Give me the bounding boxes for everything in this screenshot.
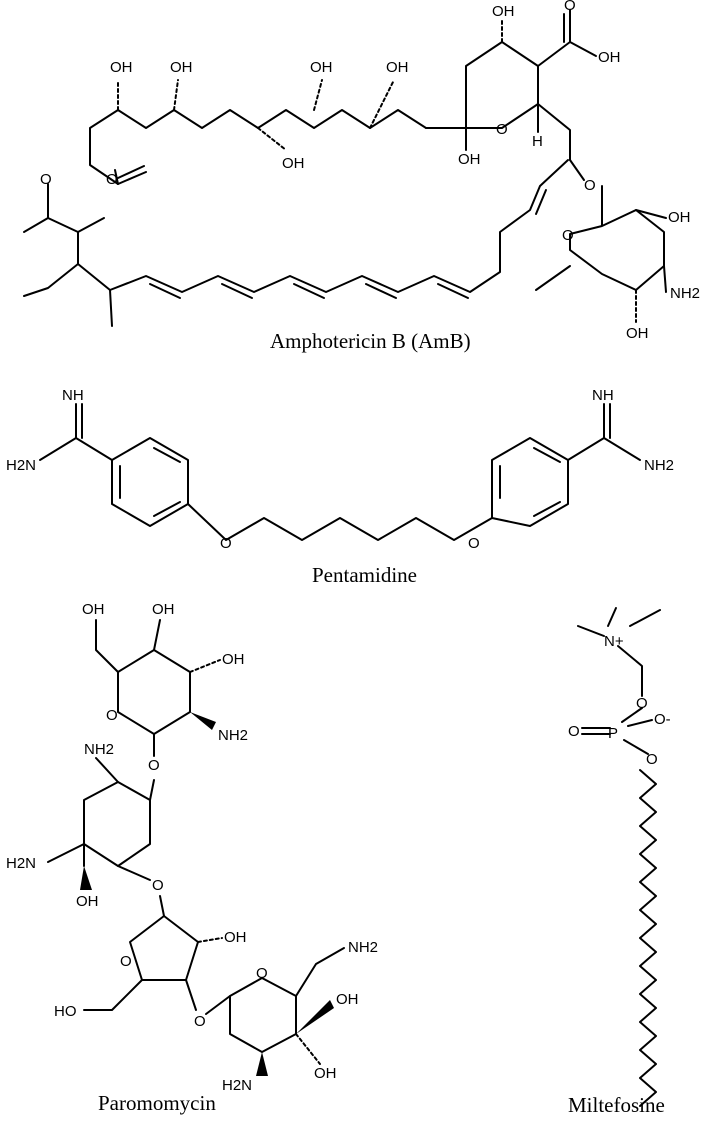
miltefosine-o-minus: O- — [654, 711, 671, 728]
miltefosine-structure: N+ O O P O- O Miltefosine — [568, 607, 671, 1117]
pentamidine-o-right: O — [468, 535, 480, 552]
amb-nh2: NH2 — [670, 285, 700, 302]
paromomycin-structure: OH OH OH NH2 O O NH2 H2N OH O O OH HO O … — [6, 601, 378, 1115]
amb-oh-7: OH — [458, 151, 481, 168]
paromomycin-label: Paromomycin — [98, 1091, 216, 1115]
amb-ester-o: O — [40, 171, 52, 188]
paromomycin-h2n: H2N — [6, 855, 36, 872]
amb-oh-3: OH — [310, 59, 333, 76]
paromomycin-oh-5: OH — [224, 929, 247, 946]
pentamidine-label: Pentamidine — [312, 563, 417, 587]
paromomycin-ho: HO — [54, 1003, 77, 1020]
amb-glycoside-o: O — [584, 177, 596, 194]
amb-sugar-ring-o: O — [562, 227, 574, 244]
amb-oh-6: OH — [492, 3, 515, 20]
paromomycin-ring-o-2: O — [120, 953, 132, 970]
amb-oh-1: OH — [110, 59, 133, 76]
paromomycin-oh-3: OH — [222, 651, 245, 668]
paromomycin-oh-1: OH — [82, 601, 105, 618]
paromomycin-nh2-2: NH2 — [84, 741, 114, 758]
paromomycin-glycoside-o-3: O — [194, 1013, 206, 1030]
miltefosine-o-2: O — [646, 751, 658, 768]
miltefosine-o-double: O — [568, 723, 580, 740]
amb-oh-acid: OH — [598, 49, 621, 66]
paromomycin-glycoside-o-2: O — [152, 877, 164, 894]
pentamidine-nh2-right: NH2 — [644, 457, 674, 474]
paromomycin-ring-o-3: O — [256, 965, 268, 982]
miltefosine-label: Miltefosine — [568, 1093, 665, 1117]
amb-lactone-o: O — [106, 171, 118, 188]
pentamidine-h2n-left: H2N — [6, 457, 36, 474]
paromomycin-ring-o-1: O — [106, 707, 118, 724]
amphotericin-b-structure: OH OH OH OH OH OH O OH OH O H O O O O OH… — [23, 0, 700, 353]
amb-h: H — [532, 133, 543, 150]
pentamidine-structure: NH H2N O O NH NH2 Pentamidine — [6, 387, 674, 587]
amb-sugar-oh-1: OH — [668, 209, 691, 226]
miltefosine-o-1: O — [636, 695, 648, 712]
paromomycin-oh-2: OH — [152, 601, 175, 618]
paromomycin-oh-4: OH — [76, 893, 99, 910]
amb-oh-5: OH — [282, 155, 305, 172]
paromomycin-oh-7: OH — [314, 1065, 337, 1082]
amb-sugar-oh-2: OH — [626, 325, 649, 342]
pentamidine-nh-right: NH — [592, 387, 614, 404]
miltefosine-n-plus: N+ — [604, 633, 624, 650]
amb-oh-2: OH — [170, 59, 193, 76]
amb-ring-o: O — [496, 121, 508, 138]
pentamidine-nh-left: NH — [62, 387, 84, 404]
amb-carbonyl-o: O — [564, 0, 576, 14]
amphotericin-b-label: Amphotericin B (AmB) — [270, 329, 471, 353]
pentamidine-o-left: O — [220, 535, 232, 552]
paromomycin-oh-6: OH — [336, 991, 359, 1008]
miltefosine-p: P — [608, 725, 618, 742]
amb-oh-4: OH — [386, 59, 409, 76]
miltefosine-alkyl-chain — [639, 769, 657, 1107]
paromomycin-nh2-1: NH2 — [218, 727, 248, 744]
paromomycin-glycoside-o-1: O — [148, 757, 160, 774]
paromomycin-h2n-2: H2N — [222, 1077, 252, 1094]
paromomycin-nh2-3: NH2 — [348, 939, 378, 956]
